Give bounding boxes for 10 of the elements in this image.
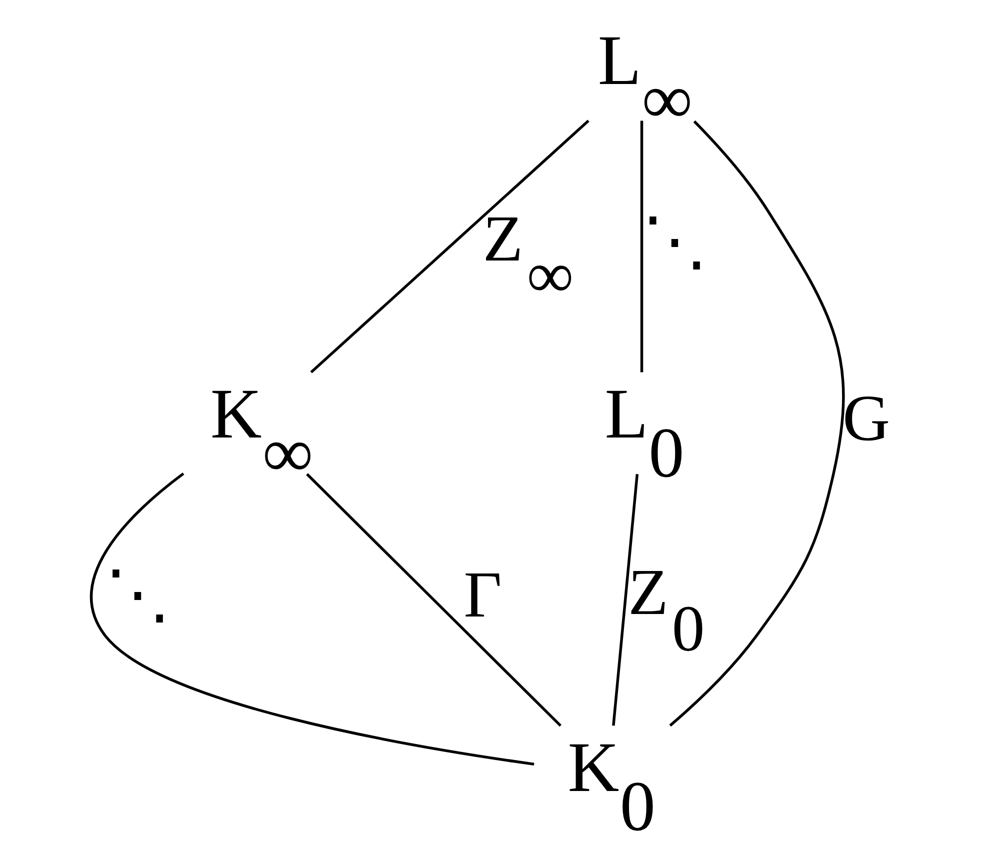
edge-label: G	[842, 382, 890, 455]
edge-label: Γ	[464, 558, 502, 632]
edge-label: ⋱	[642, 205, 708, 278]
connector	[90, 472, 534, 766]
connector	[310, 120, 590, 374]
connector	[612, 474, 639, 726]
edge-label: ⋱	[104, 558, 171, 632]
connector	[640, 120, 644, 372]
connector	[306, 473, 562, 727]
connector	[669, 120, 845, 727]
